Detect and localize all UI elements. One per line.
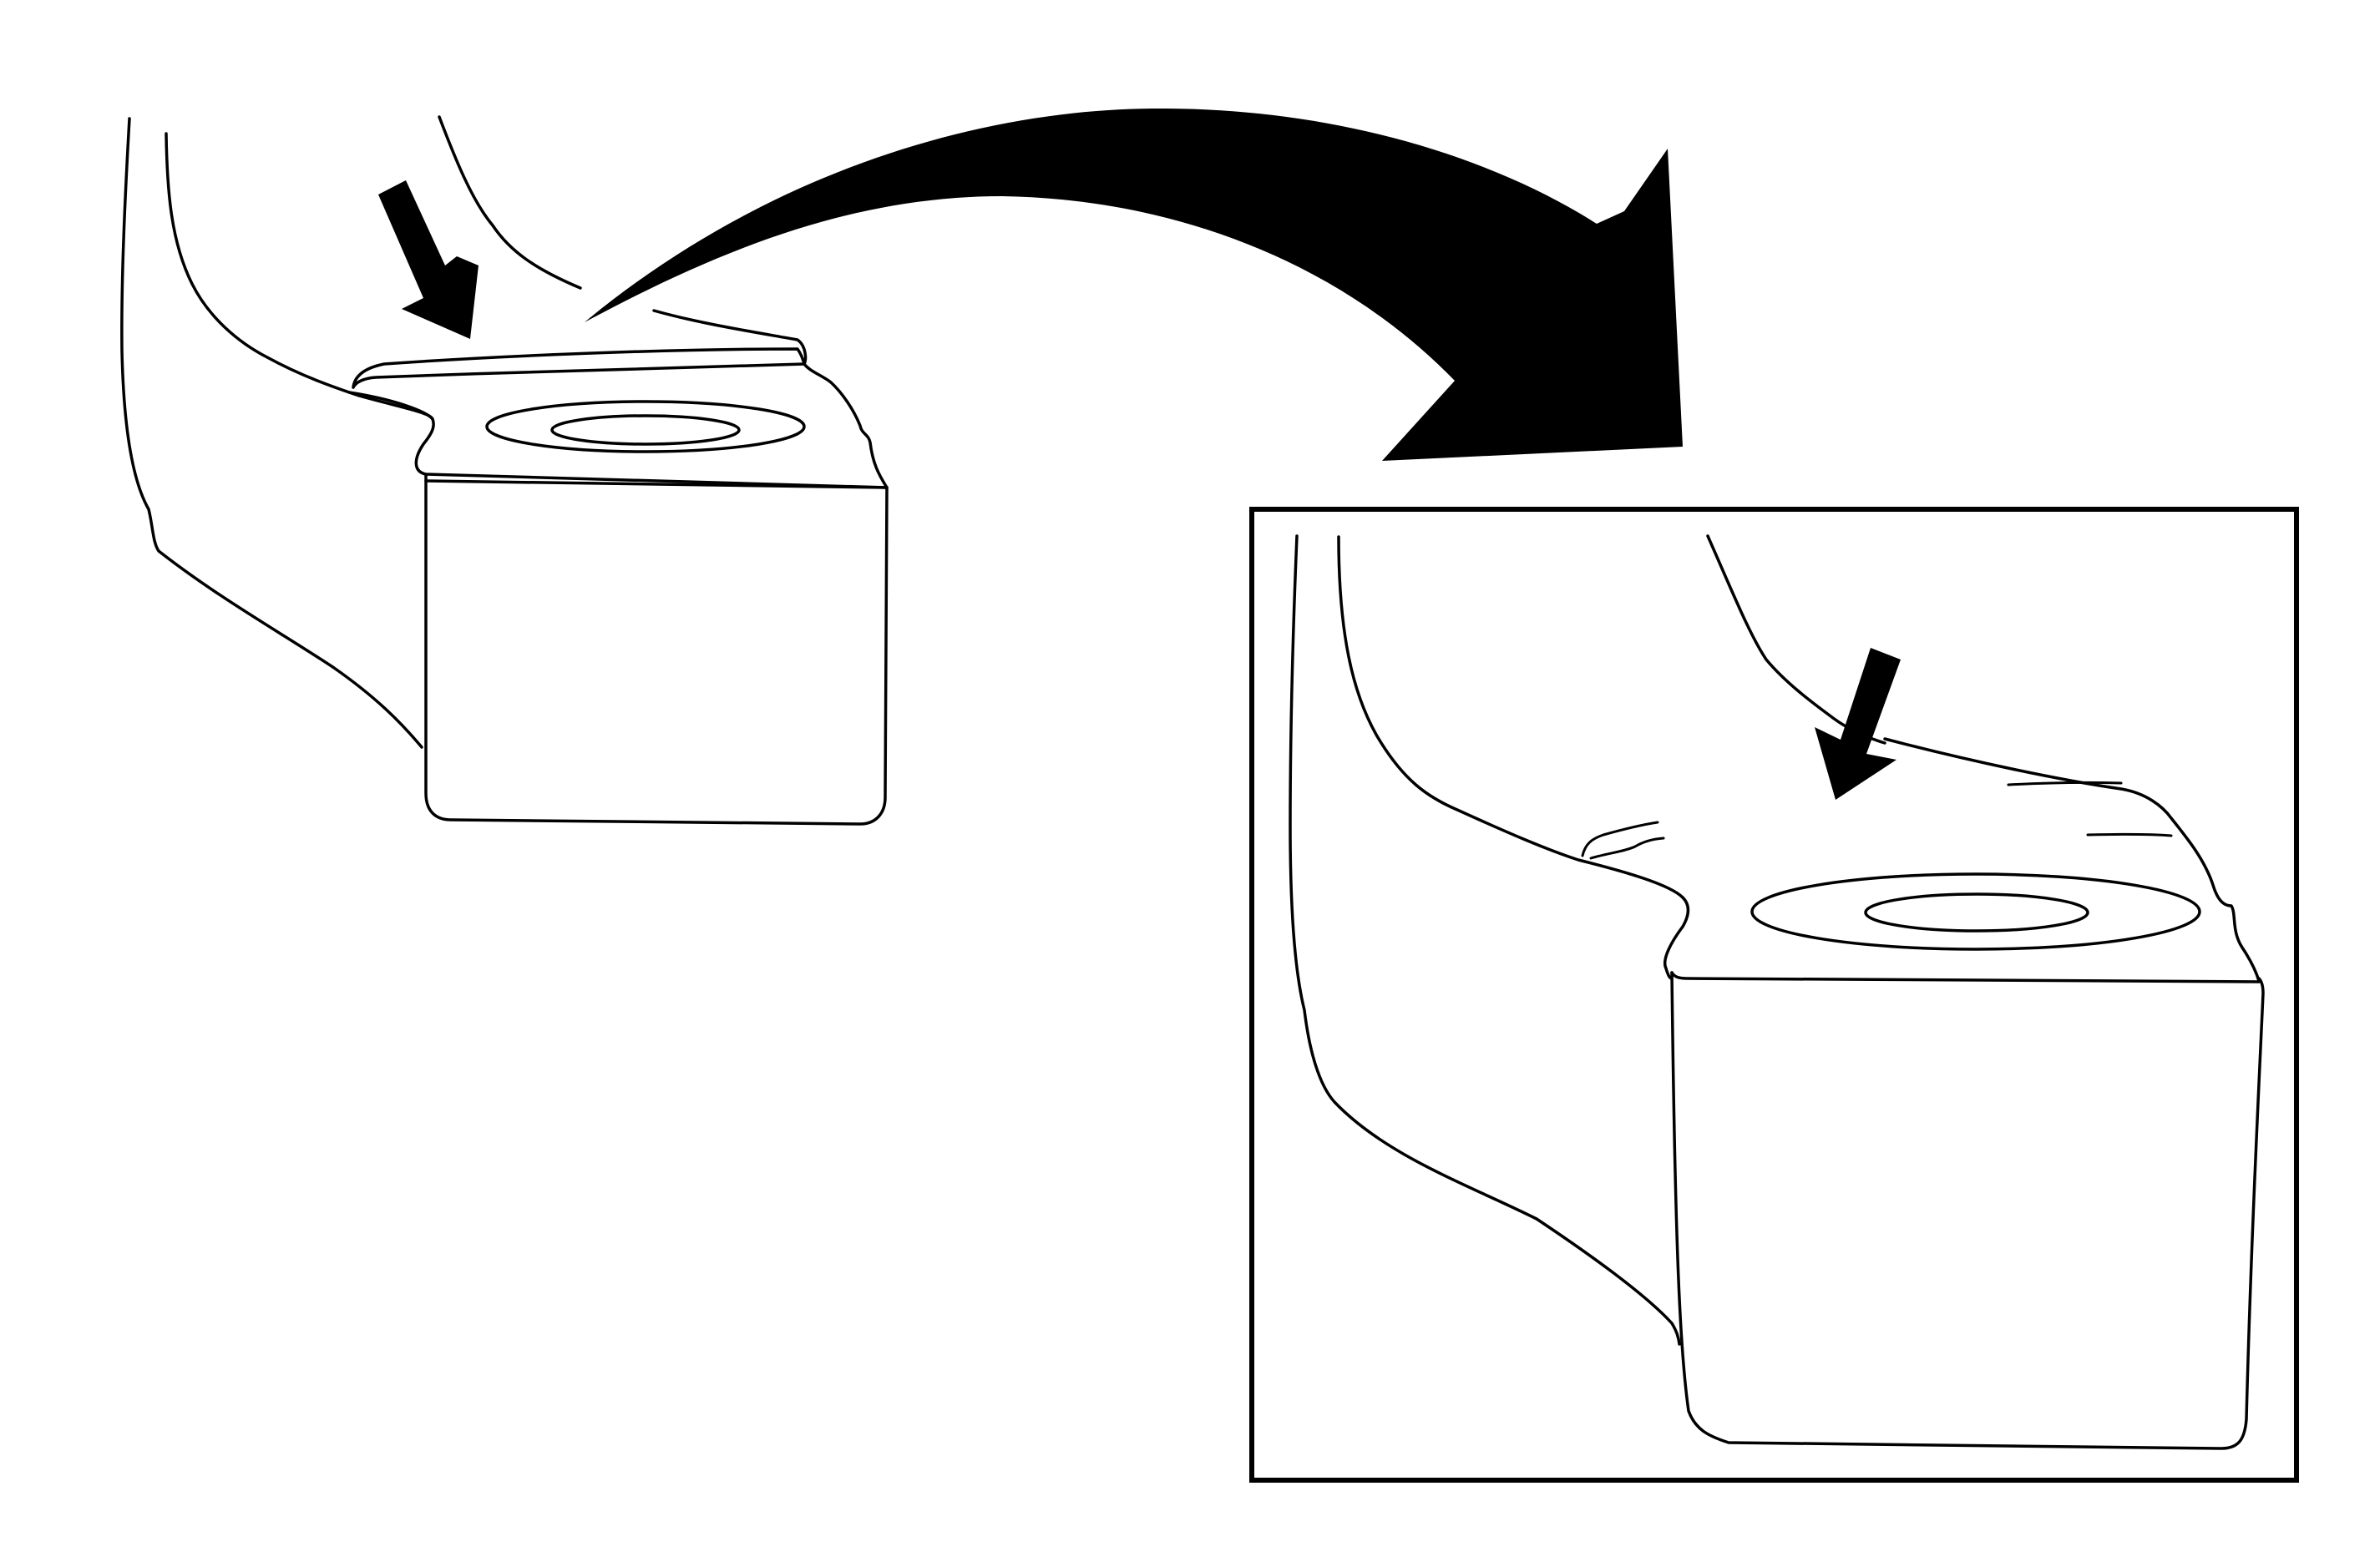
overview-panel bbox=[120, 115, 889, 826]
detail-arm-outer-edge bbox=[1289, 534, 1681, 1346]
curved-connector-arrow bbox=[585, 108, 1683, 461]
detail-fold-line-upper bbox=[1581, 821, 1659, 857]
detail-outer-ring bbox=[1750, 872, 2201, 951]
detail-frame bbox=[1249, 507, 2299, 1483]
arrow-down-right-icon bbox=[378, 180, 479, 339]
detail-fold-line-lower bbox=[1589, 837, 1665, 860]
overview-inner-ring bbox=[550, 414, 741, 446]
detail-rib-line-lower bbox=[2086, 832, 2173, 837]
overview-block-top-edge bbox=[424, 479, 889, 489]
detail-block-top-edge bbox=[1670, 971, 2261, 983]
overview-block-body bbox=[424, 474, 889, 826]
detail-inner-ring bbox=[1864, 892, 2089, 933]
detail-top-edge-line bbox=[1883, 737, 2261, 983]
detail-panel bbox=[1249, 507, 2299, 1483]
detail-block-body bbox=[1670, 971, 2265, 1450]
overview-top-edge-line bbox=[652, 309, 808, 366]
overview-block-top-face bbox=[347, 362, 889, 489]
detail-block-top-face bbox=[1663, 896, 1690, 980]
detail-rib-line-upper bbox=[2007, 781, 2123, 786]
overview-rib bbox=[352, 347, 806, 389]
overview-arm-outer-edge bbox=[120, 117, 423, 749]
arrow-down-left-icon bbox=[1815, 648, 1901, 800]
overview-outer-ring bbox=[485, 400, 806, 453]
overview-upper-structure-line bbox=[438, 115, 582, 290]
overview-arm-inner-edge bbox=[165, 132, 434, 421]
detail-arm-inner-edge bbox=[1337, 535, 1684, 899]
